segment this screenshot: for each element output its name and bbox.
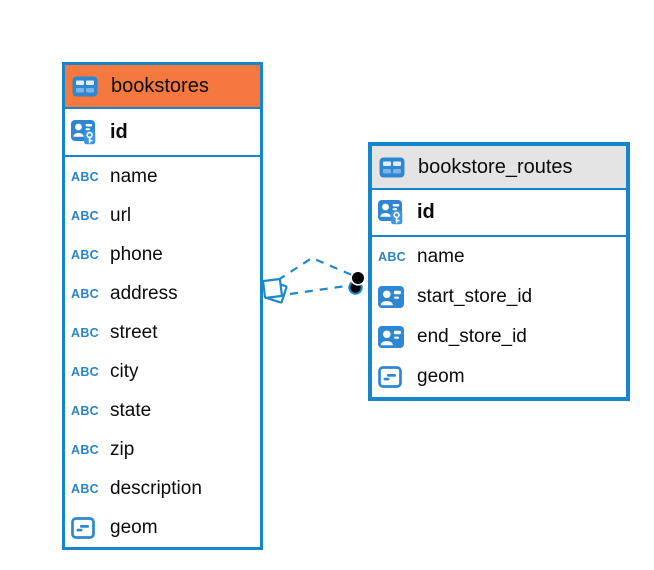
column-name: address bbox=[110, 282, 178, 304]
text-column-icon: ABC bbox=[378, 250, 406, 264]
table-bookstore-routes[interactable]: bookstore_routes id ABC name start_store… bbox=[368, 142, 630, 401]
text-column-icon: ABC bbox=[71, 403, 99, 418]
text-column-icon: ABC bbox=[71, 481, 99, 496]
column-row-start-store-id[interactable]: start_store_id bbox=[372, 277, 626, 317]
text-column-icon: ABC bbox=[71, 247, 99, 262]
column-row-zip[interactable]: ABC zip bbox=[65, 430, 260, 469]
column-row-description[interactable]: ABC description bbox=[65, 469, 260, 508]
column-name: geom bbox=[110, 516, 158, 538]
column-name: name bbox=[110, 165, 158, 187]
table-name: bookstores bbox=[111, 74, 209, 97]
column-name: geom bbox=[417, 366, 465, 387]
primary-key-icon bbox=[378, 200, 408, 225]
column-row-id[interactable]: id bbox=[65, 109, 260, 157]
relationship-line-start-store[interactable] bbox=[277, 256, 353, 281]
column-name: description bbox=[110, 477, 202, 499]
table-bookstores-header[interactable]: bookstores bbox=[65, 65, 260, 109]
one-end-marker[interactable] bbox=[348, 270, 366, 295]
reference-column-icon bbox=[378, 286, 408, 308]
column-row-city[interactable]: ABC city bbox=[65, 352, 260, 391]
column-row-state[interactable]: ABC state bbox=[65, 391, 260, 430]
column-row-url[interactable]: ABC url bbox=[65, 196, 260, 235]
column-name: name bbox=[417, 246, 465, 267]
column-row-geom[interactable]: geom bbox=[372, 357, 626, 397]
column-name: id bbox=[110, 120, 128, 143]
column-list: ABC name ABC url ABC phone ABC address A… bbox=[65, 157, 260, 547]
column-row-geom[interactable]: geom bbox=[65, 508, 260, 547]
column-row-id[interactable]: id bbox=[372, 190, 626, 237]
geometry-column-icon bbox=[71, 517, 101, 539]
column-row-name[interactable]: ABC name bbox=[372, 237, 626, 277]
table-icon bbox=[379, 157, 409, 178]
column-row-street[interactable]: ABC street bbox=[65, 313, 260, 352]
text-column-icon: ABC bbox=[71, 169, 99, 184]
column-name: zip bbox=[110, 438, 135, 460]
reference-column-icon bbox=[378, 326, 408, 348]
column-name: url bbox=[110, 204, 132, 226]
primary-key-icon bbox=[71, 120, 101, 145]
text-column-icon: ABC bbox=[71, 325, 99, 340]
table-name: bookstore_routes bbox=[418, 155, 573, 178]
column-name: end_store_id bbox=[417, 326, 527, 347]
table-bookstore-routes-header[interactable]: bookstore_routes bbox=[372, 146, 626, 190]
column-name: city bbox=[110, 360, 139, 382]
table-icon bbox=[72, 76, 102, 97]
column-row-name[interactable]: ABC name bbox=[65, 157, 260, 196]
many-end-marker[interactable] bbox=[262, 278, 288, 304]
column-name: start_store_id bbox=[417, 286, 533, 307]
column-list: ABC name start_store_id end_store_id ge bbox=[372, 237, 626, 397]
column-name: street bbox=[110, 321, 158, 343]
column-row-address[interactable]: ABC address bbox=[65, 274, 260, 313]
table-bookstores[interactable]: bookstores id ABC name ABC url ABC phone… bbox=[62, 62, 263, 550]
geometry-column-icon bbox=[378, 366, 408, 388]
column-row-end-store-id[interactable]: end_store_id bbox=[372, 317, 626, 357]
column-name: phone bbox=[110, 243, 163, 265]
text-column-icon: ABC bbox=[71, 286, 99, 301]
column-row-phone[interactable]: ABC phone bbox=[65, 235, 260, 274]
text-column-icon: ABC bbox=[71, 208, 99, 223]
column-name: id bbox=[417, 201, 435, 223]
text-column-icon: ABC bbox=[71, 442, 99, 457]
column-name: state bbox=[110, 399, 152, 421]
text-column-icon: ABC bbox=[71, 364, 99, 379]
relationship-connector[interactable] bbox=[245, 240, 380, 320]
relationship-line-end-store[interactable] bbox=[289, 284, 347, 296]
